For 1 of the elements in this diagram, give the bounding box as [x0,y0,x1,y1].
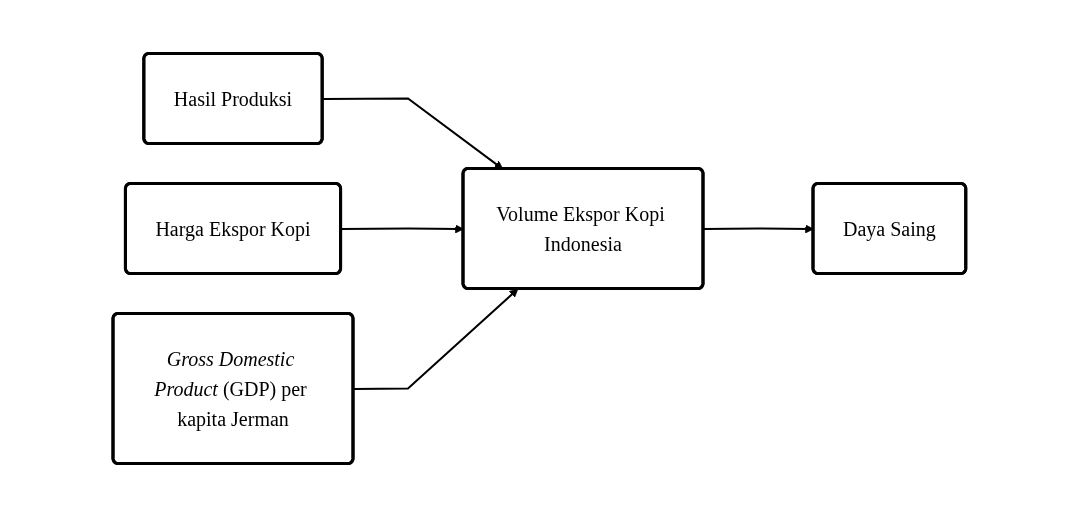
arrow [352,288,518,390]
